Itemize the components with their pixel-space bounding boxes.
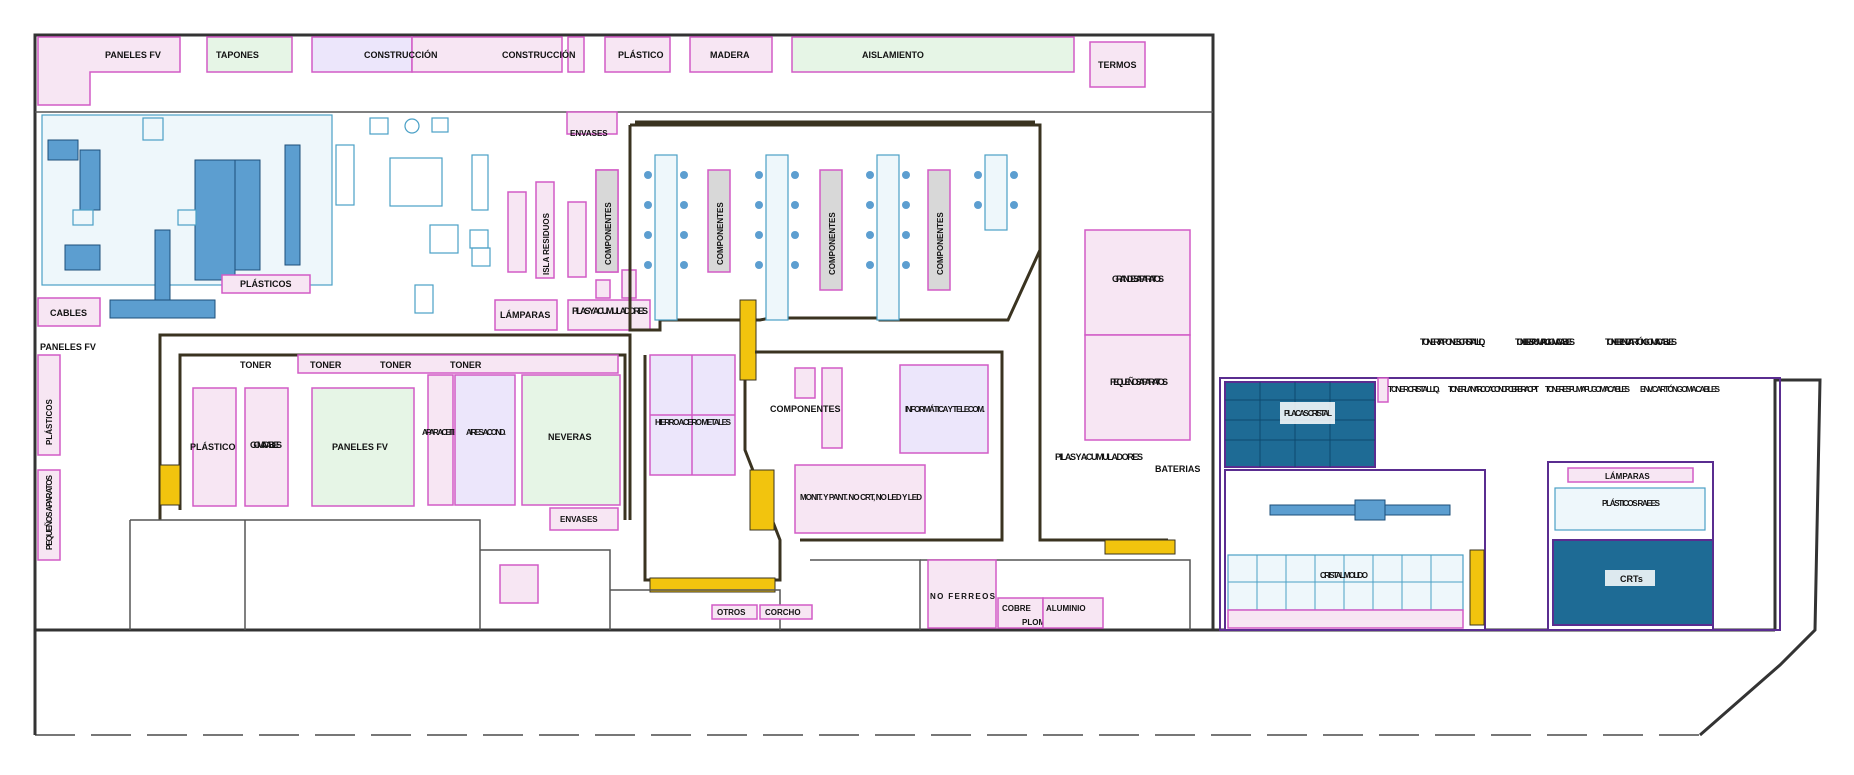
- label-plomo: PLOMO: [1022, 618, 1051, 627]
- label-no-ferreos: NO FERREOS: [930, 592, 996, 601]
- label-plastico-top: PLÁSTICO: [618, 50, 664, 60]
- label-cristal-molido: CRISTAL MOLIDO: [1320, 571, 1368, 580]
- label-madera: MADERA: [710, 50, 750, 60]
- label-paneles-fv-left: PANELES FV: [40, 342, 96, 352]
- center-bay: TONER TONER TONER TONER PLÁSTICO GOMA CA…: [158, 333, 632, 531]
- equipment-center-left: [335, 117, 491, 314]
- label-plasticos-vertical: PLÁSTICOS: [45, 399, 54, 445]
- label-componentes-3: COMPONENTES: [828, 212, 837, 275]
- label-apar-aceite: APAR. ACEITE: [422, 428, 459, 437]
- label-corcho: CORCHO: [765, 608, 801, 617]
- label-pilas-acumuladores: PILAS Y ACUMULADORES: [572, 306, 648, 316]
- label-crts: CRTs: [1620, 574, 1643, 584]
- label-paneles-fv-top: PANELES FV: [105, 50, 161, 60]
- large-appliances-area: GRANDES APARATOS PEQUEÑOS APARATOS PILAS…: [1038, 229, 1200, 542]
- label-cables: CABLES: [50, 308, 87, 318]
- label-toner-2: TONER: [310, 360, 342, 370]
- label-lamparas-annex: LÁMPARAS: [1605, 472, 1650, 481]
- annex-top-label-1: TONER TAPONES CRISTAL LIQ.: [1420, 337, 1485, 347]
- label-hierro-acero: HIERRO ACERO METALES: [655, 418, 732, 427]
- label-construccion-1: CONSTRUCCIÓN: [364, 49, 438, 60]
- label-baterias: BATERIAS: [1155, 464, 1200, 474]
- annex-strip-label-4: ENV. CARTÓN GOMA CABLES: [1640, 385, 1721, 394]
- label-isla-residuos: ISLA RESIDUOS: [542, 212, 551, 275]
- label-toner-4: TONER: [450, 360, 482, 370]
- label-otros: OTROS: [717, 608, 746, 617]
- label-informatica: INFORMÁTICA Y TELECOM.: [905, 405, 985, 414]
- label-placas-cristal: PLACAS CRISTAL: [1284, 409, 1332, 418]
- annex-top-label-3: TONER ENV. CARTÓN GOMA CABLES: [1605, 336, 1677, 347]
- top-storage-row: PANELES FV TAPONES CONSTRUCCIÓN CONSTRUC…: [37, 36, 1146, 106]
- machine-area-left: PLÁSTICOS: [41, 114, 333, 319]
- label-grandes-aparatos: GRANDES APARATOS: [1112, 274, 1164, 284]
- annex-strip-label-1: TONER CRISTAL LIQ.: [1388, 385, 1440, 394]
- center-upper-zones: ENVASES ISLA RESIDUOS LÁMPARAS PILAS Y A…: [494, 111, 651, 331]
- label-pilas-right: PILAS Y ACUMULADORES: [1055, 452, 1143, 462]
- label-lamparas: LÁMPARAS: [500, 310, 550, 320]
- label-componentes-4: COMPONENTES: [936, 212, 945, 275]
- label-aires-acond: AIRES ACOND.: [466, 428, 506, 437]
- label-pequenos-aparatos-right: PEQUEÑOS APARATOS: [1110, 377, 1168, 387]
- bottom-rooms: OTROS CORCHO NO FERREOS COBRE PLOMO ALUM…: [129, 519, 1191, 630]
- label-cobre: COBRE: [1002, 604, 1032, 613]
- annex-strip-label-2: TONER LANA ROCA COND. PCB FIBRA OPT.: [1448, 385, 1539, 394]
- label-plasticos-machine: PLÁSTICOS: [240, 279, 292, 289]
- label-plasticos-rae: PLÁSTICOS RAEES: [1602, 499, 1661, 508]
- label-envases-center: ENVASES: [560, 515, 598, 524]
- label-plastico-bay: PLÁSTICO: [190, 442, 236, 452]
- label-monitores: MONIT. Y PANT. NO CRT, NO LED Y LED: [800, 493, 922, 502]
- label-componentes-1: COMPONENTES: [604, 202, 613, 265]
- workstation-loop: COMPONENTES COMPONENTES COMPONENTES COMP…: [595, 120, 1042, 332]
- label-tapones: TAPONES: [216, 50, 259, 60]
- annex-building: TONER TAPONES CRISTAL LIQ. TONER ESPUMA …: [1219, 336, 1781, 631]
- label-toner-3: TONER: [380, 360, 412, 370]
- metals-bay: HIERRO ACERO METALES COMPONENTES INFORMÁ…: [643, 299, 1004, 593]
- label-paneles-fv-center: PANELES FV: [332, 442, 388, 452]
- annex-top-label-2: TONER ESPUMA PU GOMA CABLES: [1515, 337, 1575, 347]
- label-goma-cables: GOMA CABLES: [250, 440, 282, 450]
- label-termos: TERMOS: [1098, 60, 1137, 70]
- left-strip: CABLES PLÁSTICOS PEQUEÑOS APARATOS PANEL…: [37, 297, 101, 561]
- label-toner-1: TONER: [240, 360, 272, 370]
- label-aluminio: ALUMINIO: [1046, 604, 1086, 613]
- annex-strip-label-3: TONER ESPUMA PU GOMA CABLES: [1545, 385, 1631, 394]
- label-envases-top: ENVASES: [570, 129, 608, 138]
- label-componentes-2: COMPONENTES: [716, 202, 725, 265]
- label-componentes-bay: COMPONENTES: [770, 404, 841, 414]
- label-aislamiento: AISLAMIENTO: [862, 50, 924, 60]
- label-construccion-2: CONSTRUCCIÓN: [502, 49, 576, 60]
- label-pequenos-aparatos-vertical: PEQUEÑOS APARATOS: [45, 474, 54, 550]
- label-neveras: NEVERAS: [548, 432, 592, 442]
